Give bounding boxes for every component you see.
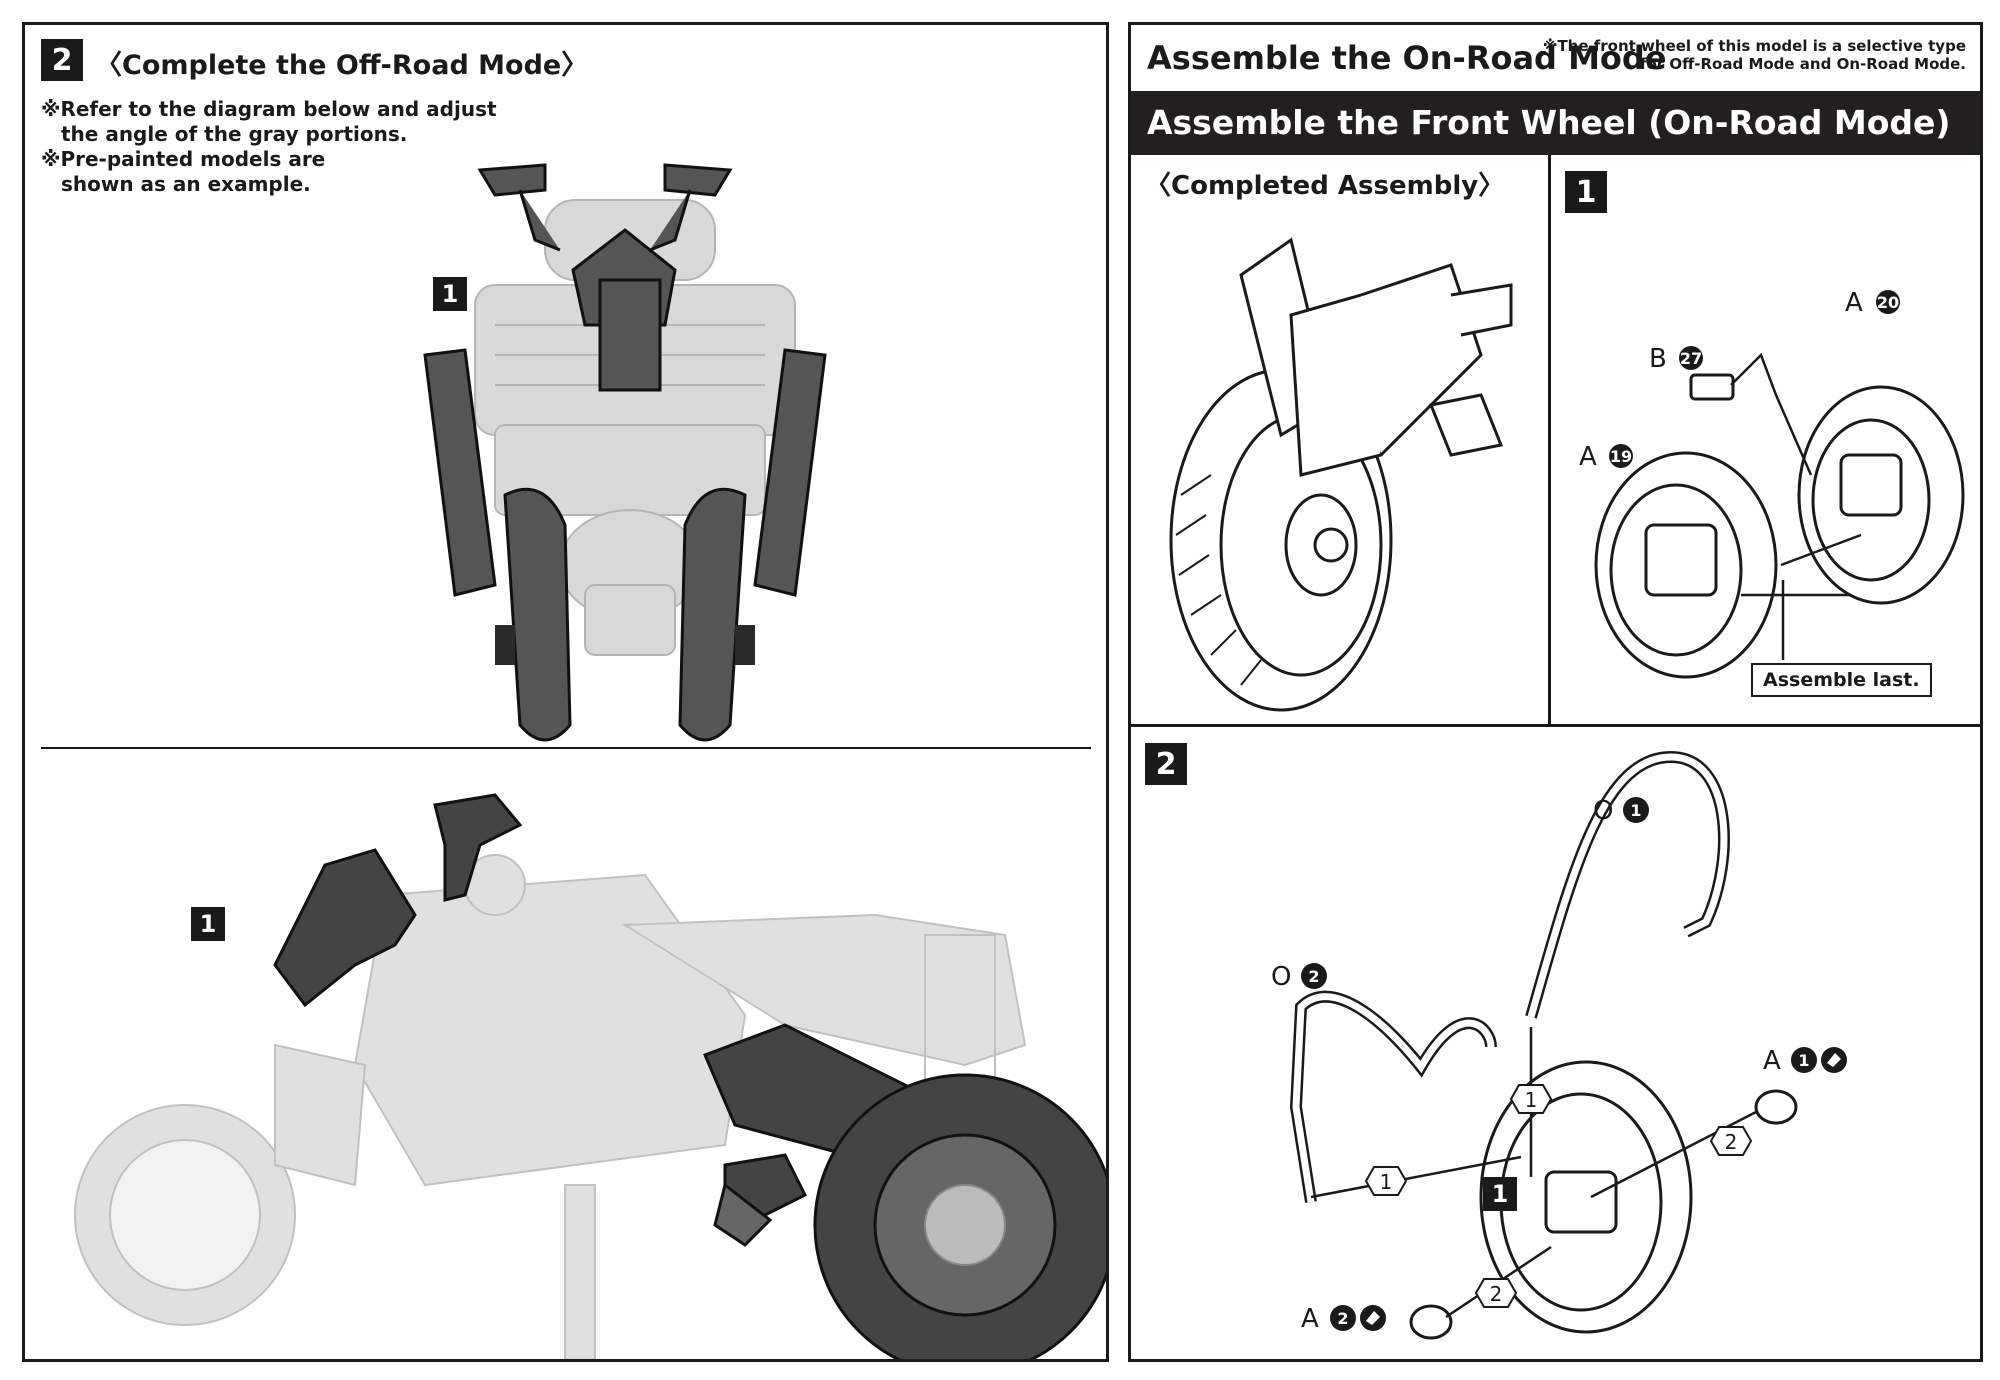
instruction-notes: ※Refer to the diagram below and adjust t…	[41, 97, 497, 197]
step-2-right-badge: 2	[1145, 743, 1187, 785]
a1-letter: A	[1763, 1046, 1781, 1076]
a2-letter: A	[1301, 1304, 1319, 1334]
seq-2-a1: 2	[1725, 1130, 1738, 1154]
o1-number: 1	[1630, 801, 1641, 820]
note-line-3: ※Pre-painted models are	[41, 147, 326, 171]
note-line-4: shown as an example.	[61, 172, 311, 196]
step-1-badge: 1	[1565, 171, 1607, 213]
completed-assembly-heading: 〈Completed Assembly〉	[1145, 171, 1505, 201]
on-road-title: Assemble the On-Road Mode	[1147, 39, 1667, 77]
part-a-right-number: 20	[1877, 293, 1899, 312]
selective-note-line-1: ※The front wheel of this model is a sele…	[1542, 37, 1966, 55]
o2-letter: O	[1271, 962, 1291, 992]
note-line-1: ※Refer to the diagram below and adjust	[41, 97, 497, 121]
part-a-left-number: 19	[1610, 447, 1632, 466]
step-1-wheel-parts-illustration: B 27 A 20 A 19	[1579, 288, 1965, 679]
on-road-mode-panel: Assemble the On-Road Mode ※The front whe…	[1128, 22, 1983, 1362]
step-2-callout-1: 1	[1483, 1177, 1517, 1211]
bottom-callout-1: 1	[191, 907, 225, 941]
section-divider	[41, 747, 1091, 749]
bike-front-view-illustration	[423, 163, 827, 742]
off-road-heading: 〈Complete the Off-Road Mode〉	[95, 50, 589, 81]
seq-1-o1: 1	[1525, 1088, 1538, 1112]
o1-letter: O	[1593, 796, 1613, 826]
step-2-frame-assembly-illustration: 1 1 2 2 O 1 O 2 A 1 A 2	[1271, 750, 1847, 1340]
selective-type-note: ※The front wheel of this model is a sele…	[1543, 37, 1966, 73]
off-road-mode-panel: 2 〈Complete the Off-Road Mode〉 ※Refer to…	[22, 22, 1109, 1362]
step-2-badge: 2	[41, 39, 83, 81]
completed-wheel-illustration	[1169, 237, 1513, 712]
top-callout-1: 1	[433, 277, 467, 311]
step-2-cell: 2	[1131, 727, 1980, 1359]
part-b-number: 27	[1680, 349, 1702, 368]
a1-number: 1	[1798, 1051, 1809, 1070]
completed-assembly-cell: 〈Completed Assembly〉	[1131, 155, 1551, 727]
part-a-left-label: A	[1579, 442, 1597, 472]
o2-number: 2	[1308, 967, 1319, 986]
a2-number: 2	[1337, 1309, 1348, 1328]
part-b-label: B	[1649, 344, 1667, 374]
assemble-last-callout: Assemble last.	[1751, 663, 1932, 697]
front-wheel-banner: Assemble the Front Wheel (On-Road Mode)	[1131, 91, 1980, 155]
part-a-right-label: A	[1845, 288, 1863, 318]
selective-note-line-2: for Off-Road Mode and On-Road Mode.	[1639, 55, 1966, 73]
seq-2-a2: 2	[1490, 1282, 1503, 1306]
note-line-2: the angle of the gray portions.	[61, 122, 408, 146]
step-1-cell: 1	[1551, 155, 1980, 727]
seq-1-o2: 1	[1380, 1170, 1393, 1194]
bike-side-view-illustration	[74, 793, 1106, 1359]
